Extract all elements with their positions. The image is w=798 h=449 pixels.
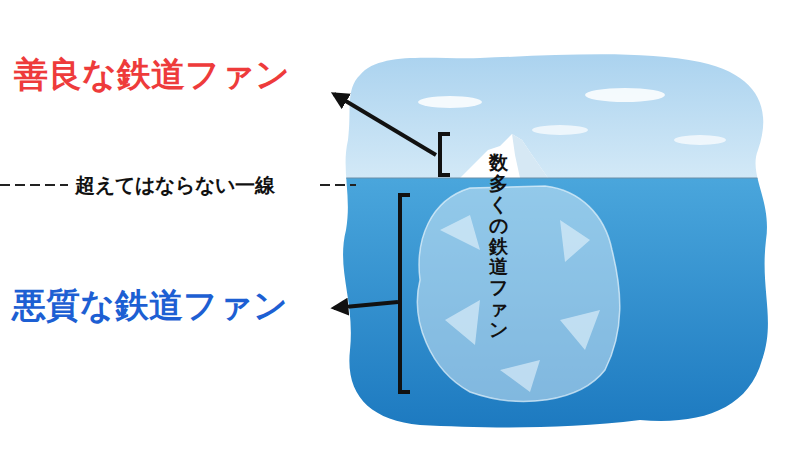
line-label: 超えてはならない一線 — [72, 172, 278, 199]
bad-fan-label: 悪質な鉄道ファン — [12, 283, 288, 329]
iceberg-vertical-label: 数多くの鉄道ファン — [489, 152, 508, 340]
good-fan-label: 善良な鉄道ファン — [14, 52, 290, 98]
